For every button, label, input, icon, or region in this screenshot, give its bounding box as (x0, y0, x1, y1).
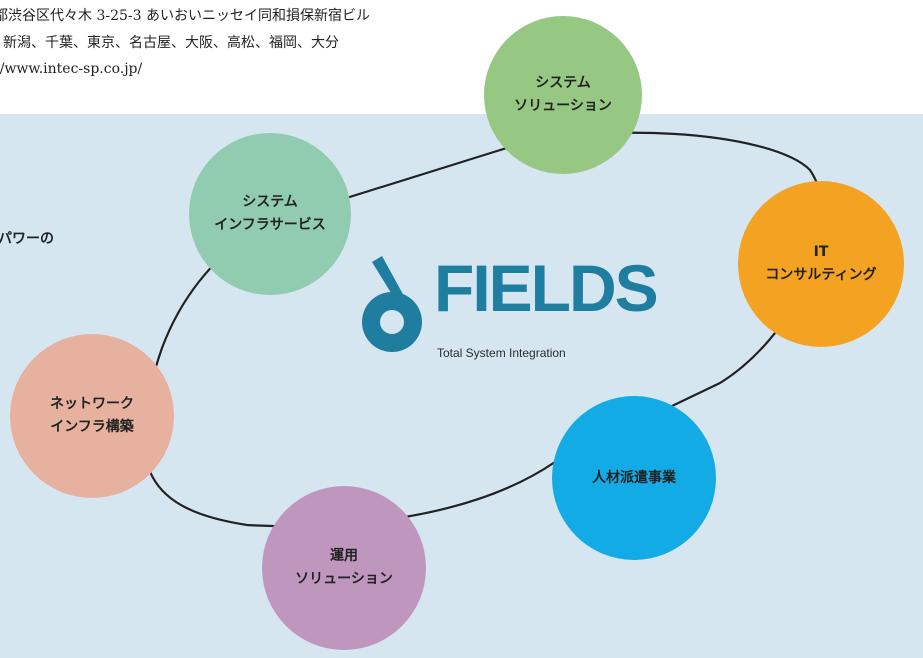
logo-wordmark: FIELDS (434, 251, 659, 325)
address-line: 都渋谷区代々木 3-25-3 あいおいニッセイ同和損保新宿ビル (0, 8, 370, 24)
network-infra-line2: インフラ構築 (50, 419, 134, 435)
system-infra-line1: システム (242, 194, 298, 210)
system-solution-line2: ソリューション (514, 98, 612, 114)
operations-line1: 運用 (330, 548, 358, 564)
website-url[interactable]: //www.intec-sp.co.jp/ (0, 61, 143, 77)
it-consulting-circle: IT コンサルティング (738, 181, 904, 347)
branches-line: 新潟、千葉、東京、名古屋、大阪、高松、福岡、大分 (3, 35, 339, 51)
system-solution-circle: システム ソリューション (484, 16, 642, 174)
side-heading-fragment: パワーの (0, 231, 54, 247)
network-infra-circle: ネットワーク インフラ構築 (10, 334, 174, 498)
system-solution-line1: システム (535, 75, 591, 91)
system-infra-line2: インフラサービス (214, 217, 326, 233)
operations-line2: ソリューション (295, 571, 393, 587)
logo-tagline: Total System Integration (437, 346, 566, 360)
it-consulting-line2: コンサルティング (765, 267, 877, 283)
six-numeral-icon (362, 256, 422, 352)
six-fields-logo: FIELDS Total System Integration (352, 250, 659, 362)
staffing-circle: 人材派遣事業 (552, 396, 716, 560)
system-infra-circle: システム インフラサービス (189, 133, 351, 295)
staffing-label: 人材派遣事業 (592, 469, 676, 486)
it-consulting-line1: IT (813, 244, 829, 260)
operations-circle: 運用 ソリューション (262, 486, 426, 650)
network-infra-line1: ネットワーク (50, 396, 134, 412)
